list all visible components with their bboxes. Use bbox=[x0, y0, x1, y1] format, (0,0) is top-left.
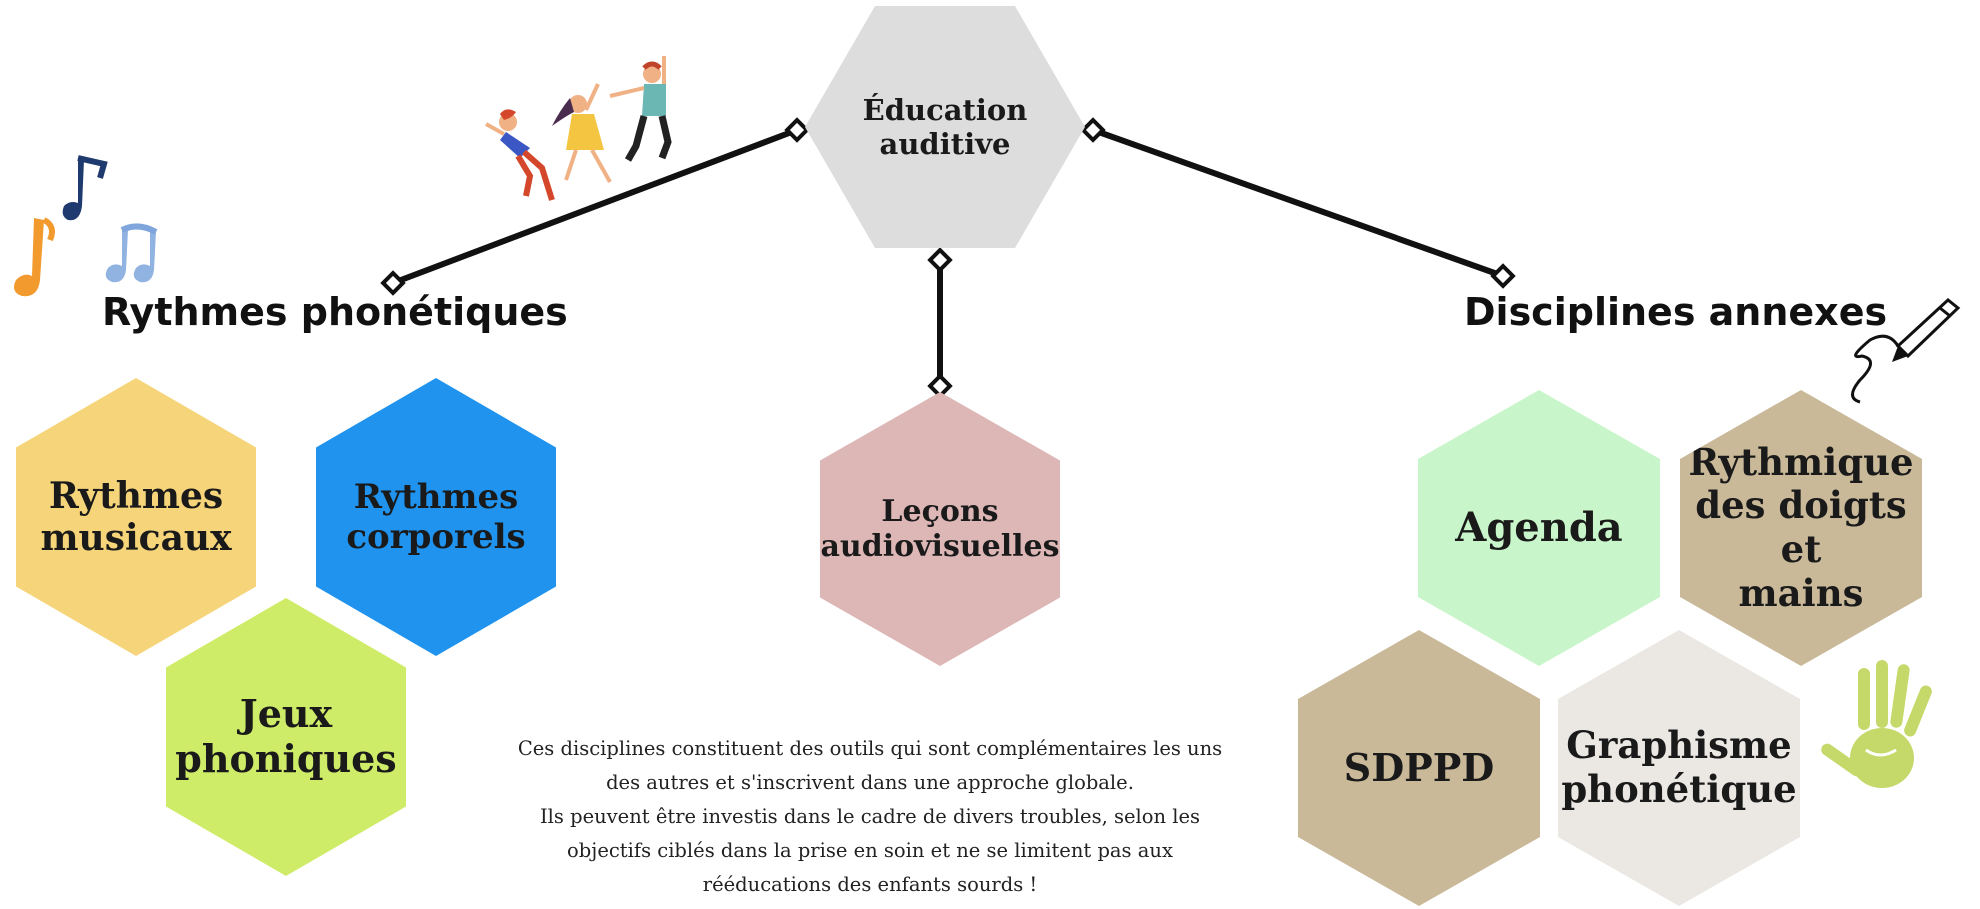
right-section-title: Disciplines annexes bbox=[1464, 290, 1888, 334]
center-node-label: Éducation auditive bbox=[862, 92, 1028, 161]
node-lecons-audiovisuelles-label: Leçons audiovisuelles bbox=[820, 493, 1060, 564]
note-line: rééducations des enfants sourds ! bbox=[702, 873, 1038, 896]
note-line: objectifs ciblés dans la prise en soin e… bbox=[567, 839, 1173, 862]
music-notes-icon bbox=[14, 155, 158, 297]
node-jeux-phoniques-label: Jeux phoniques bbox=[175, 691, 397, 781]
node-sdppd: SDPPD bbox=[1298, 630, 1540, 906]
node-rythmes-corporels-label: Rythmes corporels bbox=[346, 476, 526, 557]
note-line: Ces disciplines constituent des outils q… bbox=[517, 737, 1223, 760]
node-graphisme-phonetique: Graphisme phonétique bbox=[1558, 630, 1800, 906]
pencil-scribble-icon bbox=[1851, 298, 1961, 404]
connector-left bbox=[380, 117, 810, 296]
node-sdppd-label: SDPPD bbox=[1343, 744, 1495, 790]
note-line: Ils peuvent être investis dans le cadre … bbox=[539, 805, 1201, 828]
note-line: des autres et s'inscrivent dans une appr… bbox=[606, 771, 1134, 794]
node-rythmes-musicaux-label: Rythmes musicaux bbox=[40, 474, 232, 559]
hand-print-icon bbox=[1821, 660, 1932, 788]
node-rythmique-doigts-mains-label: Rythmique des doigts et mains bbox=[1688, 439, 1914, 615]
node-agenda-label: Agenda bbox=[1455, 504, 1623, 552]
connector-right bbox=[1080, 117, 1516, 289]
node-graphisme-phonetique-label: Graphisme phonétique bbox=[1561, 723, 1797, 811]
connector-middle bbox=[927, 247, 953, 399]
left-section-title: Rythmes phonétiques bbox=[102, 290, 568, 334]
node-agenda: Agenda bbox=[1418, 390, 1660, 666]
explanatory-note: Ces disciplines constituent des outils q… bbox=[465, 732, 1275, 902]
node-rythmique-doigts-mains: Rythmique des doigts et mains bbox=[1680, 390, 1922, 666]
dancing-children-icon bbox=[485, 56, 672, 201]
